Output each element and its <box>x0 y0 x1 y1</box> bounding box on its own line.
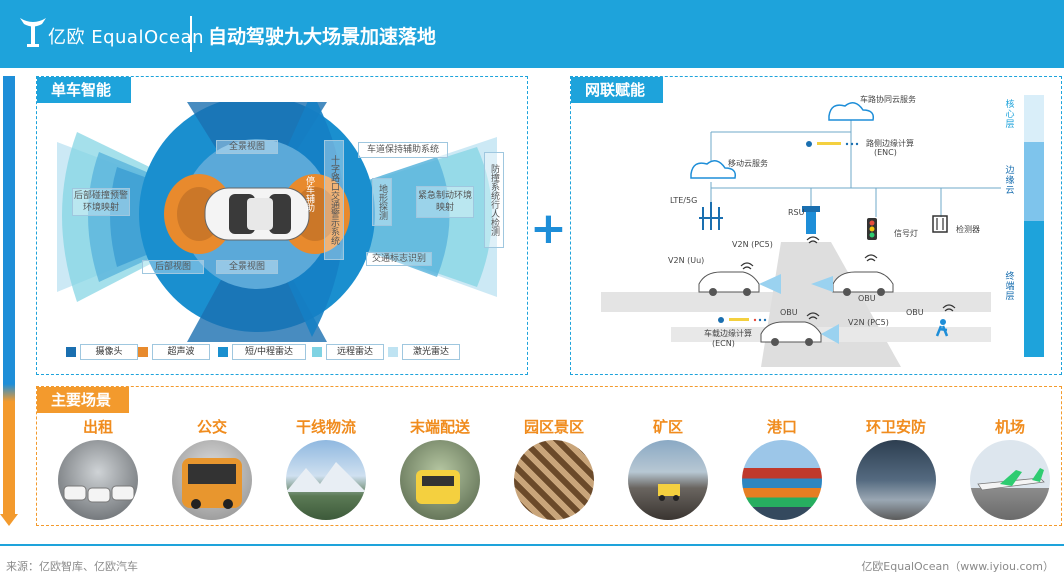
scene-title: 港口 <box>766 418 797 436</box>
scene-title: 干线物流 <box>295 418 356 436</box>
bus-photo-icon <box>172 440 252 520</box>
scene-title: 环卫安防 <box>865 418 926 436</box>
street-photo-icon <box>856 440 936 520</box>
mountain-road-photo-icon <box>286 440 366 520</box>
car-bottom-icon <box>760 321 822 346</box>
traffic-light-icon <box>867 218 877 240</box>
mobile-cloud-label: 移动云服务 <box>728 159 768 168</box>
emergency-brake-callout: 紧急制动环境映射 <box>416 186 474 218</box>
beam-left <box>759 274 781 294</box>
rear-view-callout: 后部视图 <box>142 260 204 274</box>
legend-text-camera: 摄像头 <box>80 344 138 360</box>
detector-label: 检测器 <box>956 225 980 234</box>
equalocean-logo-icon <box>20 18 46 47</box>
edge-compute-abbr-label: (ENC) <box>874 148 897 157</box>
progress-arrow-bar <box>3 76 15 516</box>
scenes-panel: 主要场景 <box>36 386 1062 526</box>
lte-label: LTE/5G <box>670 196 698 205</box>
page-title: 自动驾驶九大场景加速落地 <box>208 26 437 48</box>
scene-title: 机场 <box>994 418 1025 436</box>
airplane-photo-icon <box>970 440 1050 520</box>
scene-title: 矿区 <box>652 418 683 436</box>
sign-recognition-callout: 交通标志识别 <box>366 252 432 266</box>
collision-avoid-callout: 防撞系统行人检测 <box>484 152 504 248</box>
surround-view-top-callout: 全景视图 <box>216 140 278 154</box>
scene-title: 末端配送 <box>409 418 470 436</box>
edge-layer-label: 边缘云 <box>1005 166 1015 196</box>
legend-swatch-mid-radar <box>218 347 228 357</box>
down-arrow-icon <box>0 514 18 526</box>
connected-panel: 网联赋能 <box>570 76 1062 375</box>
connected-label: 网联赋能 <box>571 77 663 103</box>
cloud-service-label: 车路协同云服务 <box>860 95 916 104</box>
v2x-network-diagram <box>601 102 1001 367</box>
footer-brand: 亿欧EqualOcean（www.iyiou.com） <box>861 560 1054 573</box>
v2n-uu-label: V2N (Uu) <box>668 256 705 265</box>
pedestrian-icon <box>935 319 949 337</box>
v2n-pc5-top-label: V2N (PC5) <box>732 240 773 249</box>
scene-title: 出租 <box>82 418 113 436</box>
scene-title: 公交 <box>196 418 227 436</box>
rsu-label: RSU <box>788 208 805 217</box>
lane-keep-callout: 车道保持辅助系统 <box>358 142 448 158</box>
car-top-view-icon <box>204 187 310 241</box>
park-aerial-photo-icon <box>514 440 594 520</box>
terrain-callout: 地形探测 <box>372 178 392 226</box>
legend-text-mid-radar: 短/中程雷达 <box>232 344 306 360</box>
plus-sign: + <box>530 203 567 254</box>
car-right-icon <box>832 271 894 296</box>
brand-logo-text: 亿欧 EqualOcean <box>48 27 205 48</box>
container-port-photo-icon <box>742 440 822 520</box>
mining-truck-photo-icon <box>628 440 708 520</box>
vehicle-edge-label: 车载边缘计算 <box>704 329 752 338</box>
legend-text-ultrasonic: 超声波 <box>152 344 210 360</box>
legend-swatch-long-radar <box>312 347 322 357</box>
legend-swatch-lidar <box>388 347 398 357</box>
legend-swatch-camera <box>66 347 76 357</box>
single-vehicle-label: 单车智能 <box>37 77 131 103</box>
header-divider <box>190 16 192 52</box>
surround-view-bottom-callout: 全景视图 <box>216 260 278 274</box>
mobile-cloud-icon <box>690 160 737 179</box>
beam-bottom <box>821 324 839 344</box>
crossing-alert-callout: 十字路口交通警示系统 <box>324 140 344 260</box>
parking-assist-callout: 停车辅助 <box>304 176 314 212</box>
footer-divider <box>0 544 1064 546</box>
vehicle-edge-abbr-label: (ECN) <box>712 339 735 348</box>
sensor-coverage-diagram <box>57 102 497 342</box>
delivery-robot-photo-icon <box>400 440 480 520</box>
single-vehicle-panel: 单车智能 <box>36 76 528 375</box>
cloud-service-icon <box>828 102 875 121</box>
vehicle-edge-bar-icon <box>718 317 767 323</box>
signal-light-label: 信号灯 <box>894 229 918 238</box>
detector-icon <box>932 215 948 233</box>
network-lines <box>710 112 1001 222</box>
wifi-icons <box>740 236 956 320</box>
scenes-label: 主要场景 <box>37 387 129 413</box>
car-left-icon <box>698 271 760 296</box>
footer-source: 来源：亿欧智库、亿欧汽车 <box>6 560 138 573</box>
sensor-legend: 摄像头 超声波 短/中程雷达 远程雷达 激光雷达 <box>66 343 460 361</box>
taxi-photo-icon <box>58 440 138 520</box>
obu-label-3: OBU <box>906 308 924 317</box>
beam-right <box>811 276 833 292</box>
obu-label-1: OBU <box>858 294 876 303</box>
legend-text-lidar: 激光雷达 <box>402 344 460 360</box>
scene-title: 园区景区 <box>523 418 584 436</box>
v2n-pc5-bottom-label: V2N (PC5) <box>848 318 889 327</box>
terminal-layer-label: 终端层 <box>1005 272 1015 302</box>
layer-bar <box>1024 95 1044 357</box>
lte-tower-icon <box>699 202 723 230</box>
legend-text-long-radar: 远程雷达 <box>326 344 384 360</box>
edge-compute-label: 路侧边缘计算 <box>866 139 914 148</box>
rear-collision-callout: 后部碰撞预警环境映射 <box>72 188 130 216</box>
obu-label-2: OBU <box>780 308 798 317</box>
edge-compute-bar-icon <box>806 141 859 147</box>
header-bar: 亿欧 EqualOcean 自动驾驶九大场景加速落地 <box>0 0 1064 68</box>
rsu-icon <box>802 206 820 234</box>
legend-swatch-ultrasonic <box>138 347 148 357</box>
core-layer-label: 核心层 <box>1005 100 1015 130</box>
